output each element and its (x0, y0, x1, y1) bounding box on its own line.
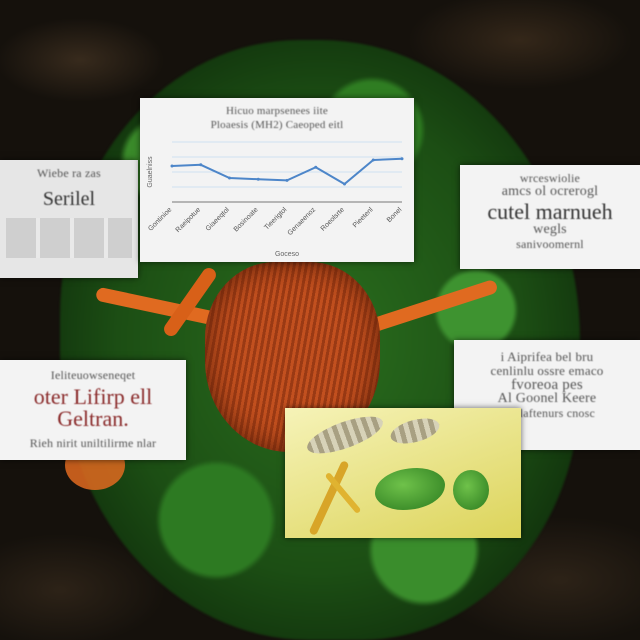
chart-tick-label: Genaeenoz (287, 206, 318, 237)
chart-point (314, 165, 318, 169)
panel-right-mid-line4: Al Goonel Keere (497, 391, 597, 406)
panel-left-mid-heading2: Geltran. (57, 406, 129, 431)
panel-right-mid-line3: fvoreoa pes (511, 377, 583, 393)
panel-top-left-thumbnails (6, 218, 132, 258)
panel-top-right-line1: wrceswiolie (519, 171, 581, 185)
panel-right-mid-line5: Vietlaftenurs cnosc (498, 406, 596, 420)
chart-point (256, 177, 260, 181)
chart-point (285, 178, 289, 182)
panel-top-left: Wiebe ra zas Serilel (0, 160, 138, 278)
panel-top-right-line5: sanivoomernl (516, 237, 584, 251)
chart-tick-label: Tieerigtol (263, 206, 288, 231)
chart-title: Hicuo marpsenees iite (226, 105, 328, 117)
chart-tick-label: Raeipotue (175, 206, 203, 234)
chart-y-label: Guaelniss (147, 156, 154, 188)
chart-point (170, 164, 174, 168)
chart-tick-label: Giaeeqtol (205, 206, 231, 232)
panel-chart: Hicuo marpsenees iite Ploaesis (MH2) Cae… (140, 98, 414, 262)
panel-top-right-line4: wegls (533, 222, 567, 237)
chart-point (228, 176, 231, 180)
panel-top-left-heading: Serilel (42, 188, 96, 210)
chart-point (371, 158, 375, 162)
leaf-shape-1 (375, 468, 445, 510)
panel-left-mid-line4: Rieh nirit uniltilirme nlar (29, 436, 157, 450)
panel-right-mid-line2: cenlinlu ossre emaco (490, 363, 604, 378)
panel-left-mid-line1: Ieliteuowseneqet (50, 368, 136, 382)
shell-shape-2 (388, 413, 442, 449)
chart-tick-label: Roeolsrte (320, 206, 346, 232)
chart-x-label: Goceso (275, 251, 299, 258)
panel-right-mid-line1: i Aiprifea bel bru (500, 349, 594, 364)
chart-point (343, 182, 346, 186)
panel-illustration (285, 408, 521, 538)
chart-tick-label: Gontinioe (147, 206, 173, 232)
chart-subtitle: Ploaesis (MH2) Caeoped eitl (210, 119, 344, 131)
panel-top-right-heading: cutel marnueh (487, 199, 613, 224)
shell-shape-1 (302, 409, 388, 461)
panel-left-mid-heading: oter Lifirp ell (33, 384, 153, 409)
chart-point (400, 157, 404, 161)
chart-tick-label: Pieetenl (352, 206, 375, 229)
panel-top-left-title: Wiebe ra zas (37, 166, 101, 180)
panel-left-mid: Ieliteuowseneqet oter Lifirp ell Geltran… (0, 360, 186, 460)
chart-point (199, 163, 203, 167)
chart-tick-label: Bosinoate (233, 206, 260, 233)
panel-top-right: wrceswiolie amcs ol ocrerogl cutel marnu… (460, 165, 640, 269)
chart-tick-label: Bonel (386, 206, 404, 224)
panel-top-right-line2: amcs ol ocrerogl (501, 184, 599, 199)
leaf-shape-2 (453, 470, 489, 510)
